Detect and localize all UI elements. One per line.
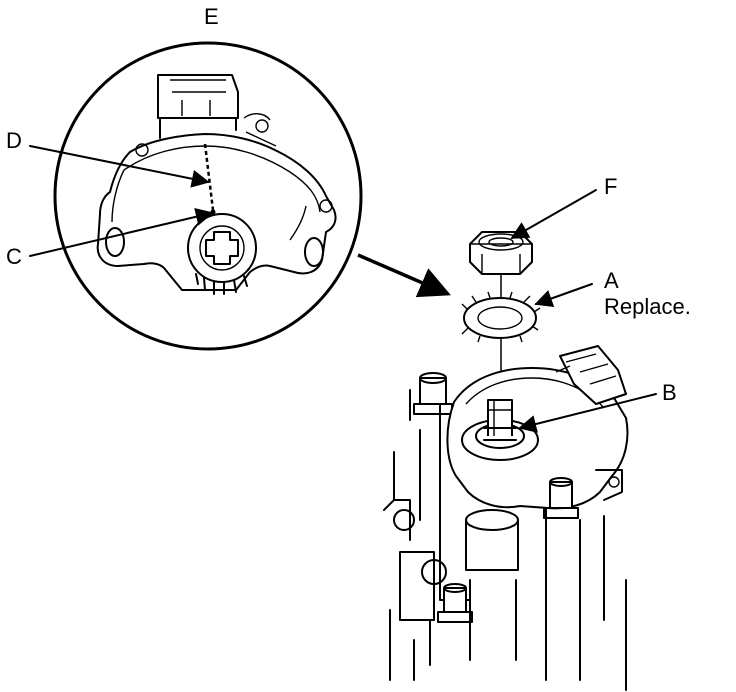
- leader-a: [534, 283, 593, 308]
- detail-circle: [53, 41, 363, 351]
- leader-b: [518, 393, 657, 433]
- range-sensor-assembly: [383, 345, 629, 691]
- label-d: D: [6, 128, 22, 153]
- detail-pointer-arrow: [357, 253, 451, 298]
- leader-d: [29, 145, 210, 188]
- nut-f: [469, 231, 533, 275]
- label-c: C: [6, 244, 22, 269]
- label-a-note: Replace.: [604, 294, 691, 319]
- detail-view-e: [53, 41, 363, 351]
- label-a: A: [604, 268, 619, 293]
- label-f: F: [604, 174, 618, 199]
- label-b: B: [662, 380, 677, 405]
- label-e: E: [204, 4, 219, 29]
- detail-sensor-housing: [96, 74, 337, 295]
- leader-f: [510, 189, 597, 239]
- lock-washer-a: [461, 291, 541, 343]
- leader-c: [29, 207, 214, 257]
